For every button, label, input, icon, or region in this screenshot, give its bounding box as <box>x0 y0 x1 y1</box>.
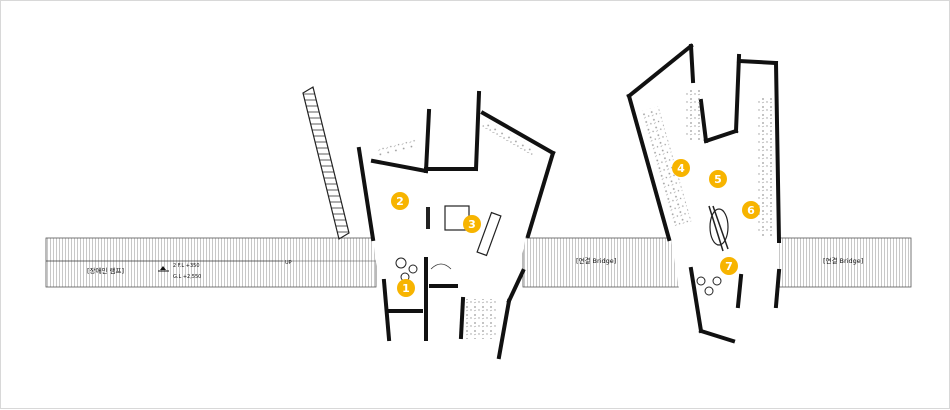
walkway-strips <box>45 237 912 288</box>
marker-2 <box>391 192 409 210</box>
stair-ladder <box>302 86 350 240</box>
marker-7-label: 7 <box>725 260 733 273</box>
pavilion-left <box>356 90 556 360</box>
marker-6-label: 6 <box>747 204 755 217</box>
marker-5-label: 5 <box>714 173 722 186</box>
marker-1-label: 1 <box>402 282 410 295</box>
marker-3 <box>463 215 481 233</box>
marker-1 <box>397 279 415 297</box>
level-symbol <box>158 266 169 272</box>
direction-mark: UP <box>285 260 292 266</box>
ramp-label: [장애인 램프] <box>87 266 124 275</box>
marker-3-label: 3 <box>468 218 476 231</box>
marker-6 <box>742 201 760 219</box>
bridge-label-right: [연결 Bridge] <box>823 256 863 265</box>
level-top: 2 F.L +350 <box>173 263 200 269</box>
pavilion-right <box>626 43 782 344</box>
marker-7 <box>720 257 738 275</box>
marker-4 <box>672 159 690 177</box>
level-bottom: G.L +2,550 <box>173 274 201 280</box>
room-markers: 1 2 3 4 5 6 7 <box>391 159 760 297</box>
marker-4-label: 4 <box>677 162 685 175</box>
marker-2-label: 2 <box>396 195 404 208</box>
marker-5 <box>709 170 727 188</box>
bridge-label-left: [연결 Bridge] <box>576 256 616 265</box>
